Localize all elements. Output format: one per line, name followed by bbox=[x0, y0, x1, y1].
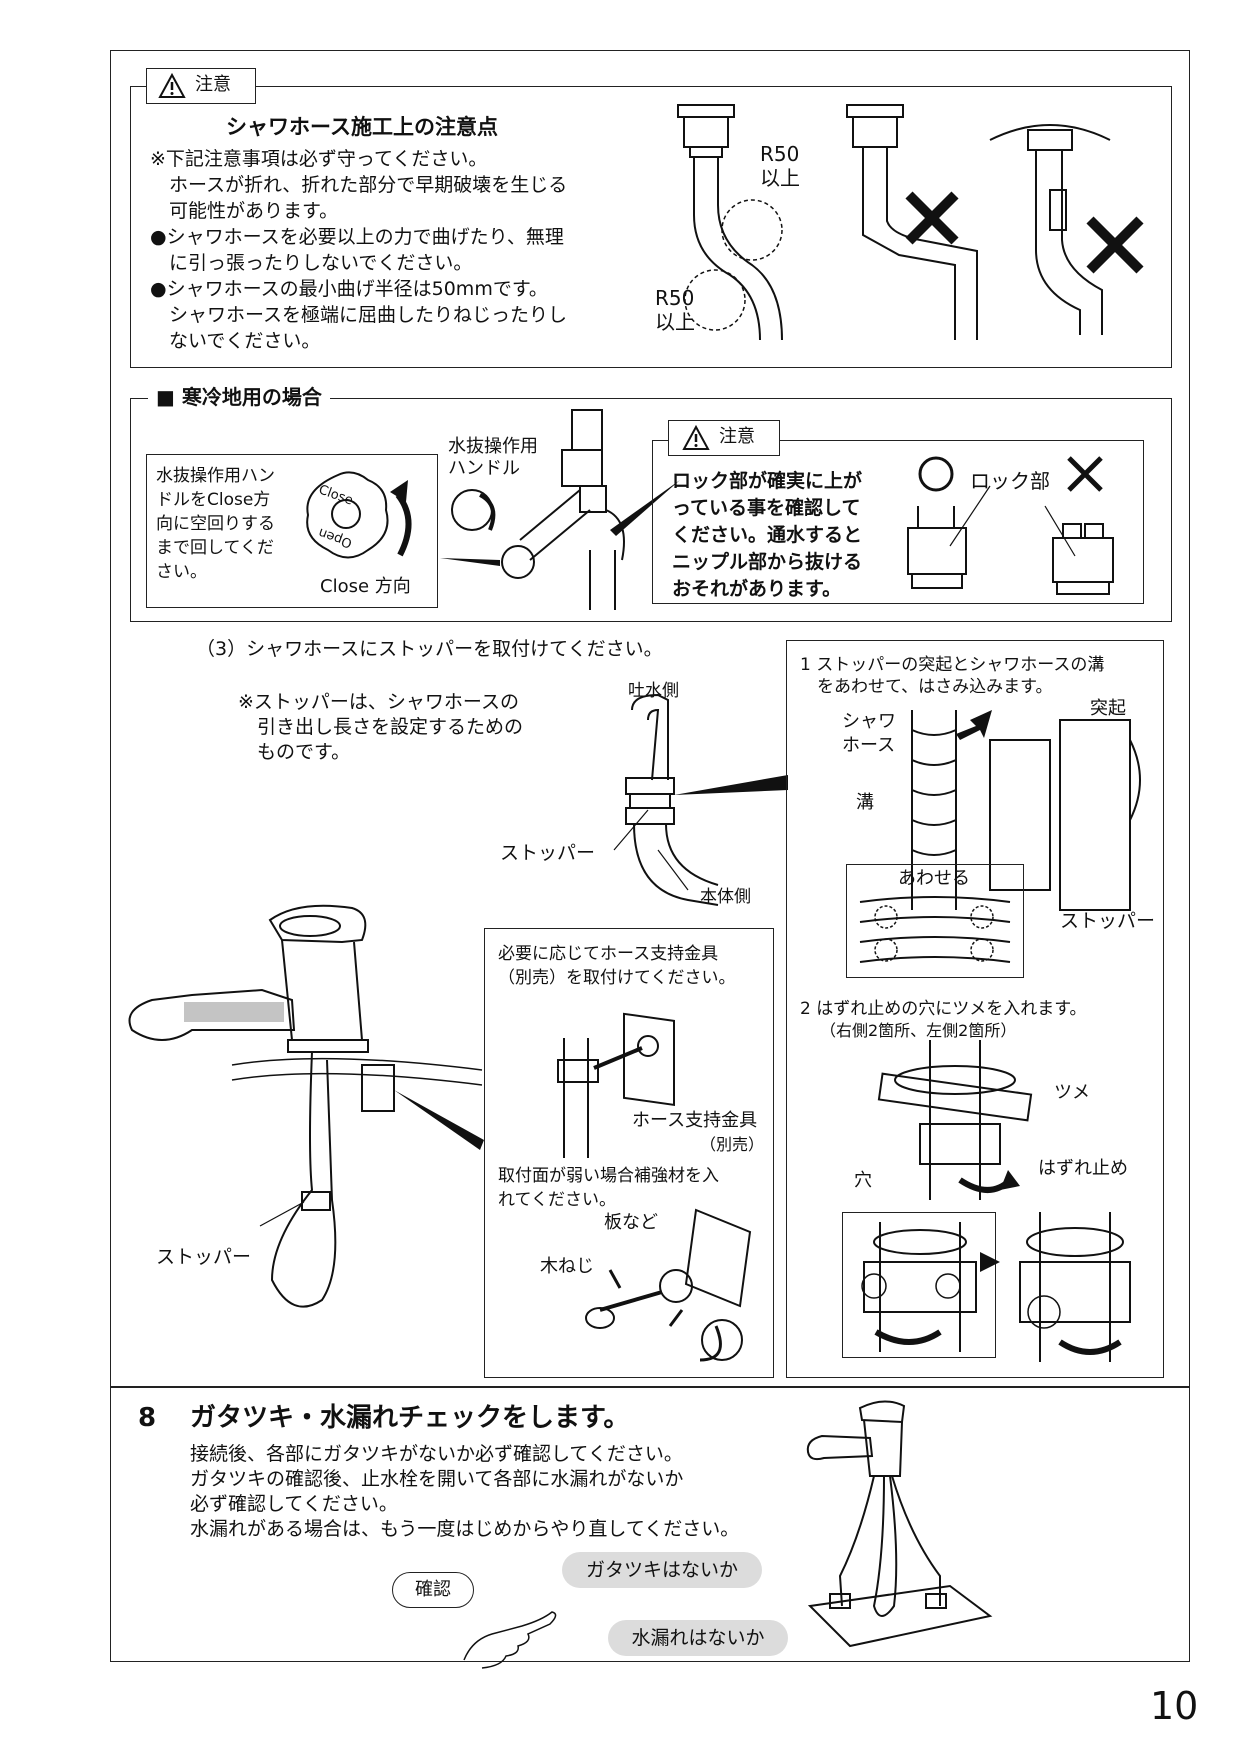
caution-line: シャワホースを極端に屈曲したりねじったりし bbox=[150, 304, 568, 326]
step8-title: ガタツキ・水漏れチェックをします。 bbox=[190, 1403, 630, 1433]
caution-line: 可能性があります。 bbox=[150, 200, 339, 222]
cold-region-title: ■ 寒冷地用の場合 bbox=[148, 384, 330, 410]
shower-hose-label: シャワ ホース bbox=[842, 711, 896, 756]
stopper-claw-illustration bbox=[877, 1040, 1033, 1200]
align-label: あわせる bbox=[898, 868, 970, 889]
claw-label: ツメ bbox=[1054, 1082, 1090, 1103]
stopper-label-bottom: ストッパー bbox=[156, 1246, 252, 1268]
caution-line: ●シャワホースの最小曲げ半径は50mmです。 bbox=[150, 278, 548, 300]
faucet-with-stopper-illustration bbox=[128, 904, 484, 1308]
caution-label: 注意 bbox=[195, 74, 231, 95]
step3-title: （3）シャワホースにストッパーを取付けてください。 bbox=[196, 638, 663, 660]
support-bracket-text2: 取付面が弱い場合補強材を入 れてください。 bbox=[498, 1166, 719, 1210]
hole-label: 穴 bbox=[854, 1170, 872, 1191]
stopper-assembly-illustration bbox=[911, 710, 1141, 911]
r50-label-bottom: R50 以上 bbox=[655, 286, 695, 334]
r50-label-top: R50 以上 bbox=[760, 142, 800, 190]
handle-dial-icon bbox=[306, 471, 412, 559]
reinforcement-illustration bbox=[585, 1208, 752, 1362]
stopper-hose-illustration bbox=[613, 693, 788, 906]
drain-valve-illustration bbox=[440, 409, 680, 610]
step8-number: 8 bbox=[138, 1403, 157, 1433]
align-detail-illustration bbox=[859, 896, 1011, 963]
handle-instruction-box bbox=[146, 454, 438, 608]
screw-label: 木ねじ bbox=[540, 1256, 594, 1277]
confirm-badge: 確認 bbox=[392, 1572, 474, 1608]
support-bracket-box bbox=[484, 928, 774, 1378]
caution-heading: シャワホース施工上の注意点 bbox=[226, 115, 498, 139]
stopper-step2-sub: （右側2箇所、左側2箇所） bbox=[820, 1021, 1017, 1040]
lock-part-label: ロック部 bbox=[970, 469, 1050, 493]
stopper-step1-text: 1 ストッパーの突起とシャワホースの溝 をあわせて、はさみ込みます。 bbox=[800, 655, 1105, 697]
cold-region-box bbox=[130, 398, 1172, 622]
align-detail-box bbox=[846, 864, 1024, 978]
pointing-hand-icon bbox=[463, 1611, 557, 1669]
caution-line: ●シャワホースを必要以上の力で曲げたり、無理 bbox=[150, 226, 564, 248]
stopper-step2-text: 2 はずれ止めの穴にツメを入れます。 bbox=[800, 999, 1087, 1019]
protrusion-label: 突起 bbox=[1090, 698, 1126, 719]
leak-check-bubble: 水漏れはないか bbox=[608, 1620, 788, 1656]
page-number: 10 bbox=[1150, 1684, 1199, 1728]
support-bracket-illustration bbox=[557, 1012, 675, 1158]
caution-line: ホースが折れ、折れた部分で早期破壊を生じる bbox=[150, 174, 568, 196]
stopper-final-box bbox=[842, 1212, 996, 1358]
stopper-before-illustration bbox=[861, 1222, 977, 1352]
lock-ng-illustration bbox=[1044, 456, 1114, 595]
page-frame bbox=[110, 50, 1190, 1662]
plate-label: 板など bbox=[604, 1212, 658, 1233]
step8-divider bbox=[110, 1386, 1190, 1388]
stopper-lock-label: はずれ止め bbox=[1038, 1158, 1128, 1179]
caution-box bbox=[130, 86, 1172, 368]
lock-ok-illustration bbox=[907, 456, 991, 589]
stopper-after-illustration bbox=[980, 1212, 1131, 1362]
body-side-label: 本体側 bbox=[700, 887, 751, 907]
hose-bend-wrong-illustration bbox=[846, 104, 978, 340]
stopper-install-box bbox=[786, 640, 1164, 1378]
close-direction-label: Close 方向 bbox=[320, 576, 411, 597]
lock-caution-tag: 注意 bbox=[668, 420, 780, 456]
groove-label: 溝 bbox=[856, 792, 874, 813]
confirm-label: 確認 bbox=[415, 1579, 451, 1600]
stopper-label-right: ストッパー bbox=[1060, 910, 1156, 932]
caution-line: ※下記注意事項は必ず守ってください。 bbox=[150, 148, 488, 170]
caution-line: ないでください。 bbox=[150, 330, 321, 352]
faucet-installed-illustration bbox=[806, 1400, 993, 1648]
hose-twist-wrong-illustration bbox=[989, 124, 1144, 335]
bracket-sold-label: （別売） bbox=[700, 1135, 765, 1154]
warning-icon bbox=[682, 424, 710, 450]
warning-icon bbox=[158, 72, 186, 98]
step8-body: 接続後、各部にガタツキがないか必ず確認してください。 ガタツキの確認後、止水栓を… bbox=[190, 1443, 740, 1540]
hose-bend-correct-illustration bbox=[677, 104, 783, 341]
step3-note: ※ストッパーは、シャワホースの 引き出し長さを設定するための ものです。 bbox=[238, 691, 524, 763]
lock-caution-label: 注意 bbox=[719, 426, 755, 447]
lock-caution-text: ロック部が確実に上が っている事を確認して ください。通水すると ニップル部から… bbox=[672, 470, 863, 600]
support-bracket-text1: 必要に応じてホース支持金具 （別売）を取付けてください。 bbox=[498, 944, 736, 988]
stopper-label: ストッパー bbox=[500, 842, 596, 864]
caution-lines: ※下記注意事項は必ず守ってください。 ホースが折れ、折れた部分で早期破壊を生じる… bbox=[150, 146, 567, 354]
bracket-label: ホース支持金具 bbox=[632, 1110, 758, 1131]
caution-tag: 注意 bbox=[146, 68, 256, 104]
outlet-side-label: 吐水側 bbox=[628, 681, 679, 701]
lock-caution-box bbox=[652, 440, 1144, 604]
handle-instruction-text: 水抜操作用ハン ドルをClose方 向に空回りする まで回してくだ さい。 bbox=[156, 466, 275, 582]
wobble-check-bubble: ガタツキはないか bbox=[562, 1552, 762, 1588]
caution-line: に引っ張ったりしないでください。 bbox=[150, 252, 473, 274]
drain-handle-label: 水抜操作用 ハンドル bbox=[448, 436, 538, 479]
